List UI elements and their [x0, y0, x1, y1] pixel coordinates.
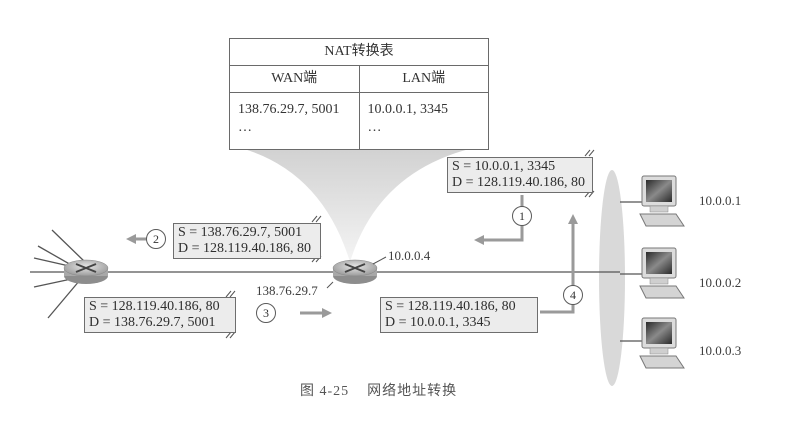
packet-2-source: S = 138.76.29.7, 5001 — [178, 225, 303, 240]
step-4-badge: 4 — [563, 285, 583, 305]
step-1-badge: 1 — [512, 206, 532, 226]
router-lan-ip: 10.0.0.4 — [388, 248, 431, 263]
nat-funnel — [229, 145, 487, 262]
packet-4-source: S = 128.119.40.186, 80 — [385, 299, 516, 314]
nat-table-title: NAT转换表 — [230, 39, 488, 66]
host-computer-icon-2 — [639, 247, 685, 299]
nat-header-wan: WAN端 — [230, 66, 359, 93]
packet-3: S = 128.119.40.186, 80 D = 138.76.29.7, … — [84, 297, 236, 333]
packet-1-source: S = 10.0.0.1, 3345 — [452, 159, 556, 174]
host-3-ip: 10.0.0.3 — [699, 343, 742, 358]
host-2-ip: 10.0.0.2 — [699, 275, 742, 290]
step-2-badge: 2 — [146, 229, 166, 249]
packet-1: S = 10.0.0.1, 3345 D = 128.119.40.186, 8… — [447, 157, 593, 193]
internet-router-icon — [63, 259, 109, 284]
host-links — [620, 201, 642, 342]
host-computer-icon-1 — [639, 175, 685, 227]
packet-4: S = 128.119.40.186, 80 D = 10.0.0.1, 334… — [380, 297, 538, 333]
packet-1-dest: D = 128.119.40.186, 80 — [452, 175, 585, 190]
nat-router-icon — [332, 259, 378, 284]
figure-title: 网络地址转换 — [367, 384, 458, 399]
packet-3-dest: D = 138.76.29.7, 5001 — [89, 315, 216, 330]
host-1-ip: 10.0.0.1 — [699, 193, 742, 208]
step-3-badge: 3 — [256, 303, 276, 323]
nat-translation-table: NAT转换表 WAN端 LAN端 138.76.29.7, 5001 … 10.… — [229, 38, 489, 150]
nat-wan-column: 138.76.29.7, 5001 … — [230, 93, 359, 149]
host-computer-icon-3 — [639, 317, 685, 369]
packet-2-dest: D = 128.119.40.186, 80 — [178, 241, 311, 256]
figure-number: 图 4-25 — [300, 384, 350, 399]
packet-3-source: S = 128.119.40.186, 80 — [89, 299, 220, 314]
nat-row-wan: 138.76.29.7, 5001 — [238, 102, 340, 117]
lan-ellipse — [599, 170, 625, 386]
nat-row-lan-ellipsis: … — [367, 120, 382, 135]
router-wan-ip: 138.76.29.7 — [256, 283, 318, 298]
nat-row-lan: 10.0.0.1, 3345 — [367, 102, 449, 117]
nat-header-lan: LAN端 — [358, 66, 488, 93]
figure-caption: 图 4-25 网络地址转换 — [300, 380, 457, 400]
packet-4-dest: D = 10.0.0.1, 3345 — [385, 315, 491, 330]
nat-lan-column: 10.0.0.1, 3345 … — [358, 93, 489, 149]
packet-2: S = 138.76.29.7, 5001 D = 128.119.40.186… — [173, 223, 321, 259]
nat-row-wan-ellipsis: … — [238, 120, 252, 135]
